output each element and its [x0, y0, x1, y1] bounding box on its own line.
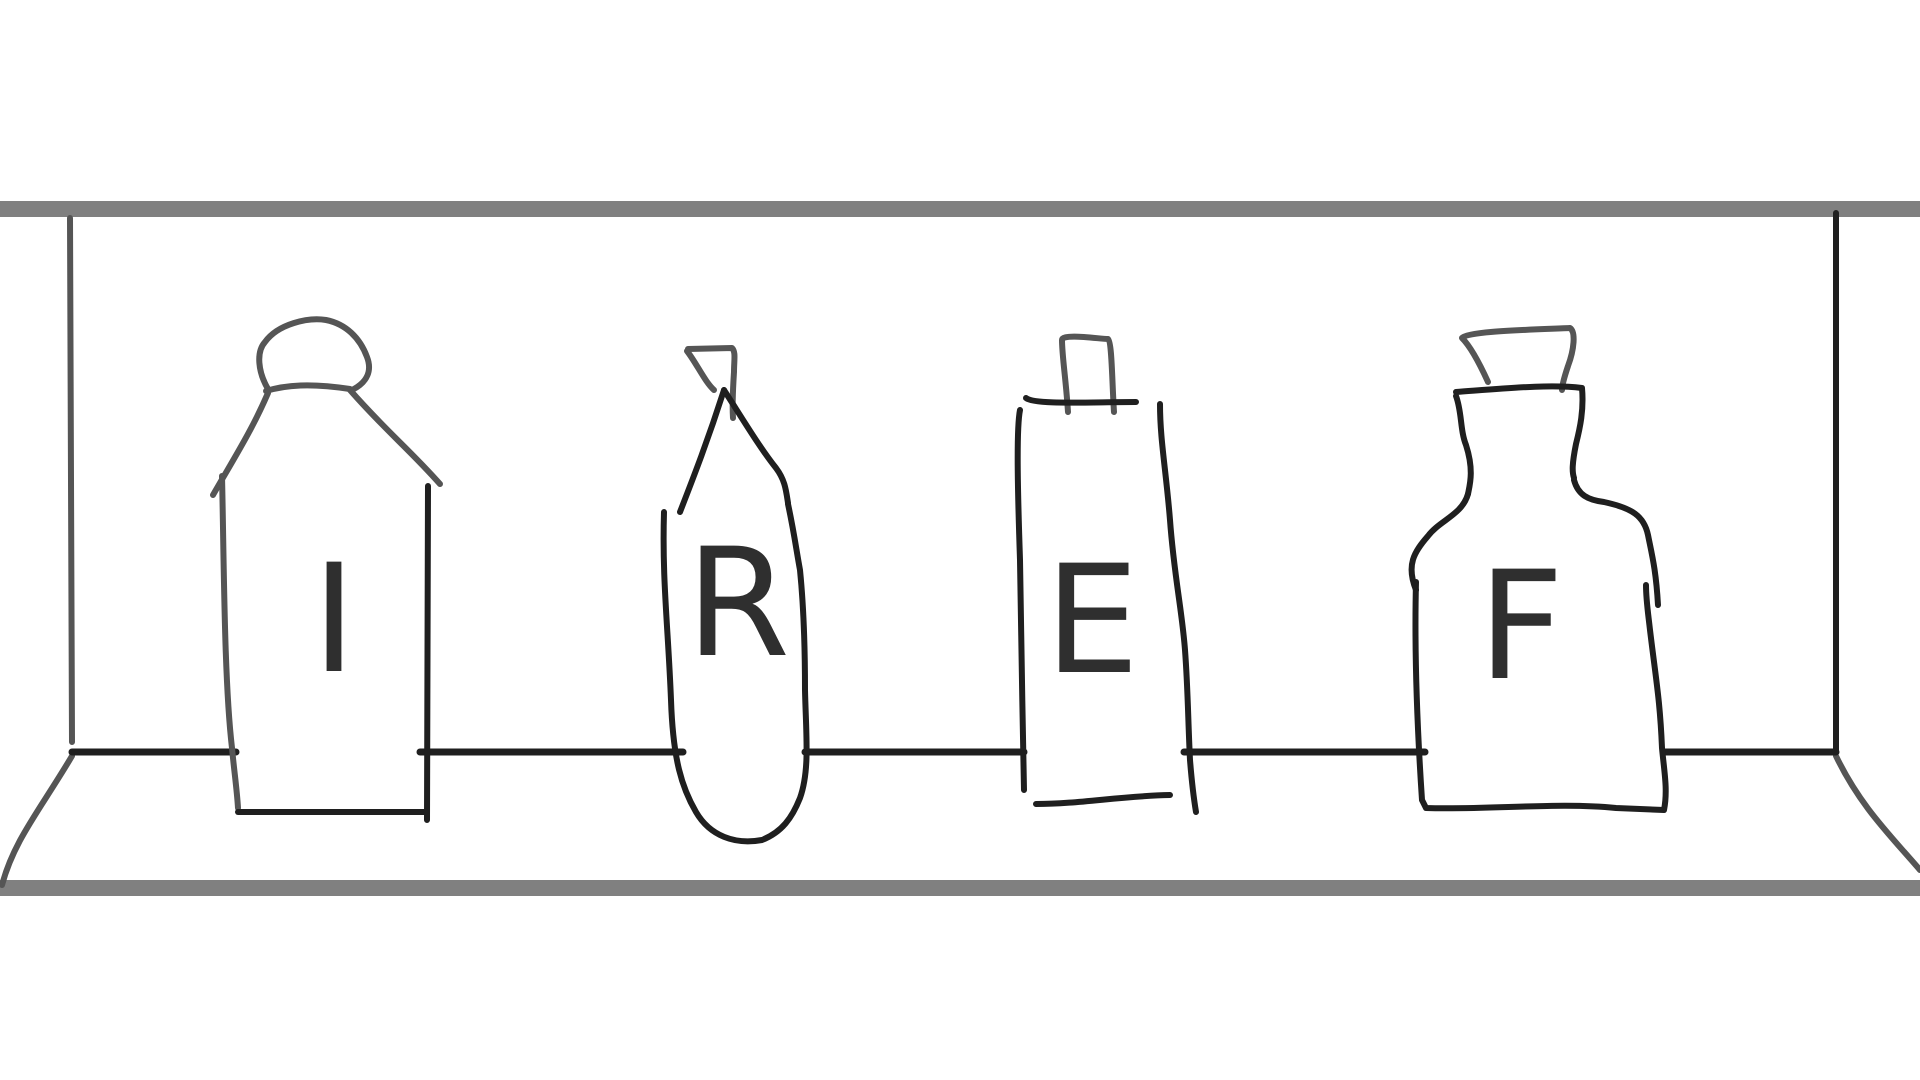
bottle-i-label: I — [312, 533, 356, 707]
bottle-e-base — [1033, 792, 1173, 807]
bottle-e: E — [1014, 333, 1199, 815]
bottle-f-neck-right — [1453, 383, 1586, 481]
bottle-e-neck — [1059, 333, 1117, 415]
bottle-r-right-shoulder — [721, 387, 791, 506]
bottle-f-label: F — [1478, 540, 1564, 714]
bottle-e-right-wall — [1157, 401, 1199, 815]
left-upright — [67, 215, 75, 745]
bottle-f: F — [1408, 325, 1669, 813]
bottle-e-label: E — [1045, 534, 1140, 708]
bottle-f-left-shoulder — [1408, 491, 1471, 593]
bottle-f-body — [1412, 579, 1669, 813]
right-perspective-edge — [1833, 753, 1920, 873]
bottle-f-stopper — [1459, 325, 1577, 393]
left-perspective-edge — [0, 753, 75, 888]
bottle-i-cap — [256, 316, 373, 393]
bottle-i-left-wall — [219, 473, 241, 811]
bottle-i-neck — [263, 382, 353, 394]
bottle-r-label: R — [686, 517, 790, 691]
bottle-r-stopper-left — [684, 348, 717, 393]
bottom-shelf-board — [0, 880, 1920, 896]
bottle-i-right-wall — [424, 483, 431, 823]
bottle-e-left-wall — [1014, 407, 1027, 793]
top-shelf-board — [0, 201, 1920, 217]
bottle-f-right-shoulder — [1571, 477, 1661, 608]
bottle-i: I — [210, 316, 443, 823]
bottle-r-left-shoulder — [677, 387, 727, 515]
bottle-i-right-shoulder — [347, 387, 443, 487]
bottle-e-shoulder — [1023, 395, 1139, 406]
bottle-f-neck-left — [1453, 393, 1474, 497]
bottle-r: R — [660, 345, 810, 845]
bottle-r-body — [660, 501, 810, 845]
